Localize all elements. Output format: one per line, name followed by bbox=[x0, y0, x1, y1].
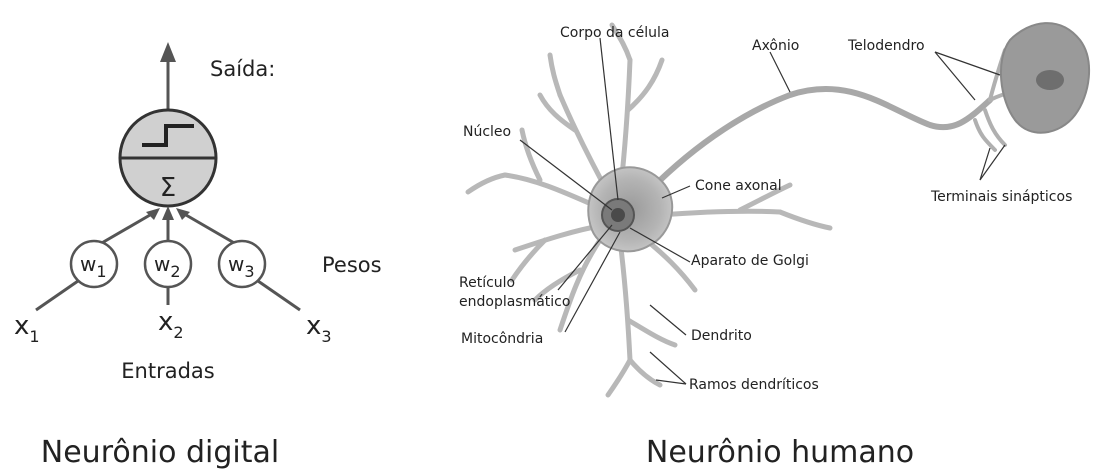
input-3-label: x3 bbox=[306, 311, 332, 346]
label-nucleus: Núcleo bbox=[463, 124, 511, 140]
label-dendrite: Dendrito bbox=[691, 328, 752, 344]
label-golgi: Aparato de Golgi bbox=[691, 253, 809, 269]
human-neuron: Corpo da célula Axônio Telodendro Núcleo… bbox=[459, 23, 1089, 470]
nucleolus-shape bbox=[611, 208, 625, 222]
label-mitochondria: Mitocôndria bbox=[461, 331, 543, 347]
input-2-label: x2 bbox=[158, 307, 184, 342]
human-caption: Neurônio humano bbox=[646, 435, 914, 470]
input-3-line bbox=[258, 281, 300, 310]
label-axon: Axônio bbox=[752, 38, 799, 54]
sum-symbol: Σ bbox=[160, 173, 176, 203]
label-dendritic-branches: Ramos dendríticos bbox=[689, 377, 819, 393]
label-telodendron: Telodendro bbox=[847, 38, 925, 54]
axon-shape bbox=[650, 89, 990, 190]
label-er-line2: endoplasmático bbox=[459, 294, 570, 310]
input-1-line bbox=[36, 281, 78, 310]
label-cell-body: Corpo da célula bbox=[560, 25, 669, 41]
label-synaptic-terminals: Terminais sinápticos bbox=[930, 189, 1072, 205]
target-nucleus bbox=[1036, 70, 1064, 90]
inputs-label: Entradas bbox=[121, 359, 214, 383]
weight-3-connection bbox=[186, 215, 236, 244]
weight-3-arrow-head bbox=[176, 208, 190, 220]
weights-label: Pesos bbox=[322, 253, 382, 277]
label-er-line1: Retículo bbox=[459, 275, 515, 291]
digital-caption: Neurônio digital bbox=[41, 435, 279, 470]
output-label: Saída: bbox=[210, 57, 275, 81]
weight-1-connection bbox=[100, 215, 150, 244]
weight-2-arrow-head bbox=[162, 206, 174, 220]
weight-1-arrow-head bbox=[146, 208, 160, 220]
digital-neuron: Σ w1 w2 w3 x1 x2 x3 Saída: Pesos Entrada… bbox=[14, 42, 382, 470]
label-axon-hillock: Cone axonal bbox=[695, 178, 782, 194]
output-arrow-head bbox=[160, 42, 176, 62]
input-1-label: x1 bbox=[14, 311, 40, 346]
